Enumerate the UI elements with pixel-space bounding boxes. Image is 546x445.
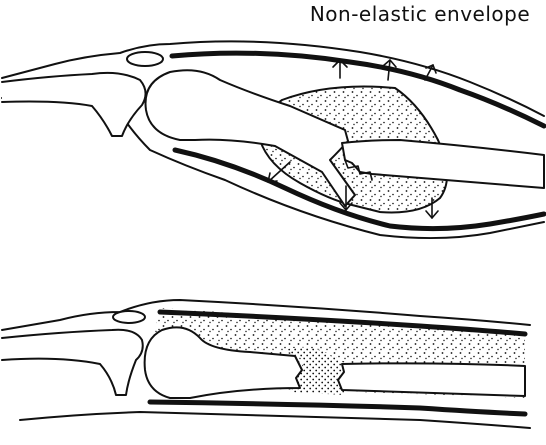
bottom-skin-lower <box>20 412 530 428</box>
bottom-proximal-bone <box>2 330 143 395</box>
bottom-sesamoid <box>113 311 145 323</box>
top-sesamoid <box>127 52 163 66</box>
envelope-label: Non-elastic envelope <box>300 2 540 26</box>
top-panel <box>2 41 544 238</box>
bottom-distal-fragment <box>338 363 525 396</box>
bottom-panel <box>2 300 530 428</box>
top-proximal-bone <box>2 73 146 136</box>
bottom-envelope-lower <box>150 402 525 414</box>
